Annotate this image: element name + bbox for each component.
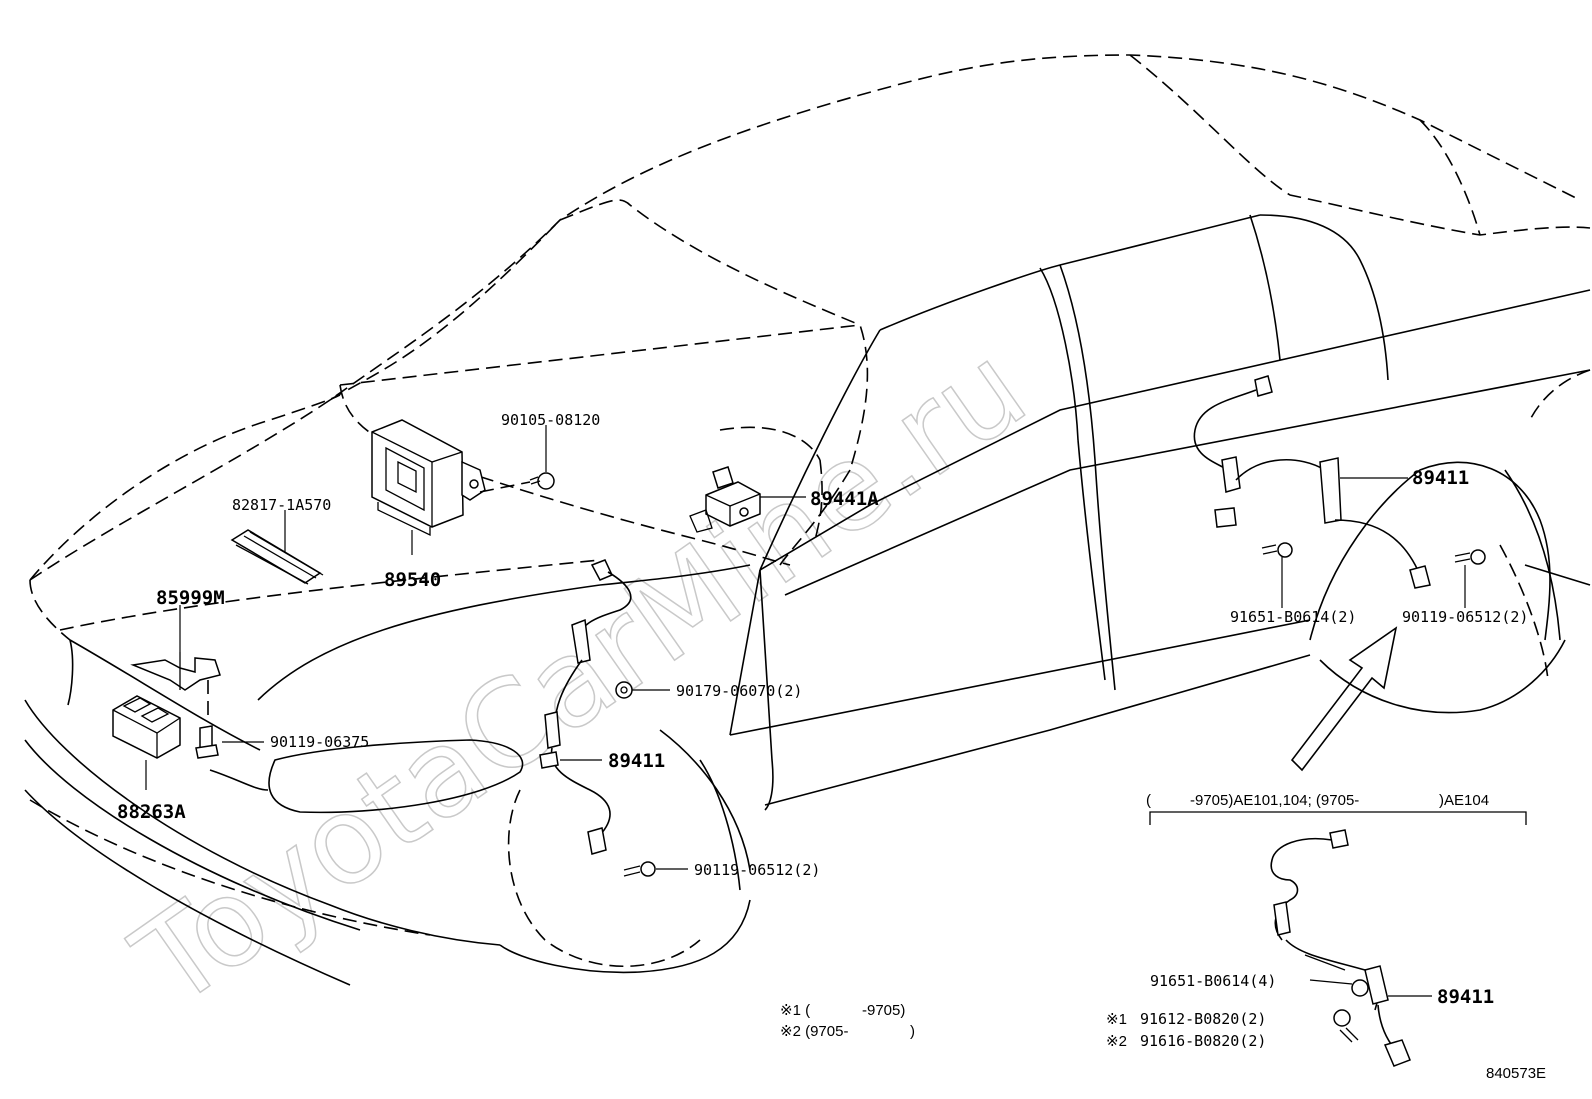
bolt-91651-b0614-inset <box>1351 979 1369 997</box>
label-91616-b0820: 91616-B0820(2) <box>1140 1032 1266 1050</box>
nut-90179-06070 <box>615 681 633 699</box>
label-91651-b0614-inset: 91651-B0614(4) <box>1150 972 1276 990</box>
label-91651-b0614-rear: 91651-B0614(2) <box>1230 608 1356 626</box>
diagram-id: 840573E <box>1486 1065 1546 1082</box>
inset-speed-sensor-89411 <box>1270 829 1411 1067</box>
legend-line2-close: ) <box>910 1023 915 1040</box>
bolt-90105-08120 <box>479 472 555 493</box>
legend-line1-mark: ※1 ( <box>780 1002 810 1019</box>
relay-88263a <box>112 695 181 759</box>
label-90119-06375: 90119-06375 <box>270 733 369 751</box>
inset-header-mid: -9705)AE101,104; (9705- <box>1190 792 1359 809</box>
legend-line1-range: -9705) <box>862 1002 905 1019</box>
front-speed-sensor-89411 <box>539 559 632 855</box>
label-90105-08120: 90105-08120 <box>501 411 600 429</box>
rear-speed-sensor-89411 <box>1193 375 1431 589</box>
car-hidden-lines <box>29 54 1591 936</box>
label-89441a: 89441A <box>810 488 879 510</box>
bracket-85999m <box>130 652 221 691</box>
label-89411-inset: 89411 <box>1437 986 1494 1008</box>
label-89411-rear: 89411 <box>1412 467 1469 489</box>
label-90179-06070: 90179-06070(2) <box>676 682 802 700</box>
label-90119-06512-rear: 90119-06512(2) <box>1402 608 1528 626</box>
part-labels: 90105-08120 82817-1A570 89540 89441A 859… <box>117 411 1546 1082</box>
bolt-90119-06512-rear <box>1454 549 1486 565</box>
bolt-90119-06375 <box>195 725 219 759</box>
label-88263a: 88263A <box>117 801 186 823</box>
bolt-90119-06512-front <box>623 861 656 877</box>
label-85999m: 85999M <box>156 587 225 609</box>
ecu-module-89540 <box>371 419 486 537</box>
inset-mark-1: ※1 <box>1106 1011 1127 1028</box>
bolt-91651-b0614-rear <box>1261 542 1293 558</box>
label-90119-06512-front: 90119-06512(2) <box>694 861 820 879</box>
label-82817-1a570: 82817-1A570 <box>232 496 331 514</box>
detail-arrow <box>1290 626 1398 772</box>
wire-strip-82817 <box>230 529 324 585</box>
car-body-outline <box>24 214 1591 986</box>
inset-header-end: )AE104 <box>1439 792 1489 809</box>
label-89411-front: 89411 <box>608 750 665 772</box>
bolt-91612-b0820 <box>1333 1009 1359 1043</box>
label-91612-b0820: 91612-B0820(2) <box>1140 1010 1266 1028</box>
leader-91651-inset <box>1309 979 1353 985</box>
inset-bracket <box>1149 811 1527 825</box>
inset-header-open: ( <box>1146 792 1151 809</box>
label-89540: 89540 <box>384 569 441 591</box>
inset-mark-2: ※2 <box>1106 1033 1127 1050</box>
sensor-89441a <box>689 466 761 533</box>
legend-line2-mark: ※2 (9705- <box>780 1023 848 1040</box>
